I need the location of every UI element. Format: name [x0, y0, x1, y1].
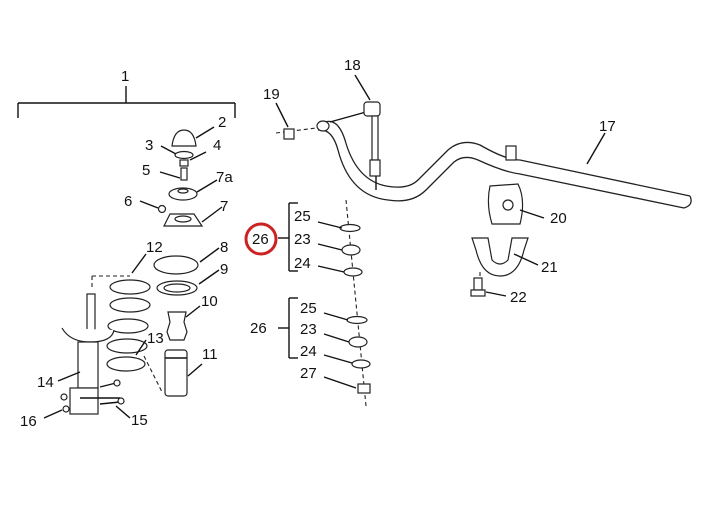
- callout-labels: 1 2 3 4 5 6 7a 7 8 9 10 11 12 13 14 15 1…: [20, 57, 616, 430]
- part-20-bushing[interactable]: [487, 183, 545, 225]
- label-7: 7: [220, 198, 228, 215]
- label-26-lower: 26: [250, 320, 267, 337]
- label-1: 1: [121, 68, 129, 85]
- label-12: 12: [146, 239, 163, 256]
- part-8-upper-spring-seat[interactable]: [153, 247, 220, 275]
- part-7a-upper-mount[interactable]: [168, 179, 218, 201]
- label-24-upper: 24: [294, 255, 311, 272]
- part-23-bushing-upper[interactable]: [317, 243, 361, 256]
- part-12-coil-spring[interactable]: [91, 253, 151, 354]
- label-2: 2: [218, 114, 226, 131]
- label-15: 15: [131, 412, 148, 429]
- strut-assembly-bracket: [17, 86, 236, 118]
- label-23-upper: 23: [294, 231, 311, 248]
- label-24-lower: 24: [300, 343, 317, 360]
- part-2-mount-cap[interactable]: [171, 126, 215, 147]
- part-18-stabilizer-link[interactable]: [329, 74, 381, 190]
- label-13: 13: [147, 330, 164, 347]
- label-22: 22: [510, 289, 527, 306]
- strut-body[interactable]: [61, 293, 120, 415]
- part-15-bolts[interactable]: [99, 379, 131, 419]
- highlight-circle: [244, 222, 278, 256]
- part-23-bushing-lower[interactable]: [323, 333, 368, 348]
- label-17: 17: [599, 118, 616, 135]
- part-22-bolt[interactable]: [470, 272, 507, 297]
- label-25-lower: 25: [300, 300, 317, 317]
- part-9-spring-insulator[interactable]: [156, 269, 220, 296]
- label-3: 3: [145, 137, 153, 154]
- part-16-nuts[interactable]: [43, 393, 70, 419]
- part-25-washer-lower[interactable]: [323, 312, 368, 325]
- part-21-bushing-clamp[interactable]: [471, 237, 539, 277]
- label-27: 27: [300, 365, 317, 382]
- part-3-nut[interactable]: [160, 145, 194, 160]
- part-24-washer-upper[interactable]: [317, 265, 363, 277]
- label-6: 6: [124, 193, 132, 210]
- label-23-lower: 23: [300, 321, 317, 338]
- label-20: 20: [550, 210, 567, 227]
- part-13-lower-spring-seat[interactable]: [106, 339, 163, 393]
- part-6-bolt[interactable]: [139, 200, 167, 214]
- label-21: 21: [541, 259, 558, 276]
- label-7a: 7a: [216, 169, 233, 186]
- kit-26-upper-bracket: [278, 202, 298, 272]
- label-25-upper: 25: [294, 208, 311, 225]
- label-8: 8: [220, 239, 228, 256]
- kit-26-lower-bracket: [278, 297, 298, 359]
- label-9: 9: [220, 261, 228, 278]
- label-16: 16: [20, 413, 37, 430]
- part-5-stud[interactable]: [159, 167, 188, 181]
- label-26-upper: 26: [252, 231, 269, 248]
- label-19: 19: [263, 86, 280, 103]
- part-10-bump-stop[interactable]: [166, 305, 201, 341]
- part-27-nut[interactable]: [323, 376, 371, 394]
- part-14-pointer: [57, 371, 81, 382]
- label-11: 11: [202, 346, 218, 363]
- part-4-washer[interactable]: [179, 151, 207, 167]
- part-25-washer-upper[interactable]: [317, 221, 361, 233]
- part-11-dust-boot[interactable]: [164, 349, 203, 397]
- part-7-strut-mount[interactable]: [163, 206, 223, 227]
- label-4: 4: [213, 137, 221, 154]
- label-5: 5: [142, 162, 150, 179]
- label-14: 14: [37, 374, 54, 391]
- part-19-nut[interactable]: [275, 102, 317, 140]
- label-18: 18: [344, 57, 361, 74]
- part-24-washer-lower[interactable]: [323, 354, 371, 369]
- stabilizer-bar[interactable]: [316, 120, 692, 209]
- label-10: 10: [201, 293, 218, 310]
